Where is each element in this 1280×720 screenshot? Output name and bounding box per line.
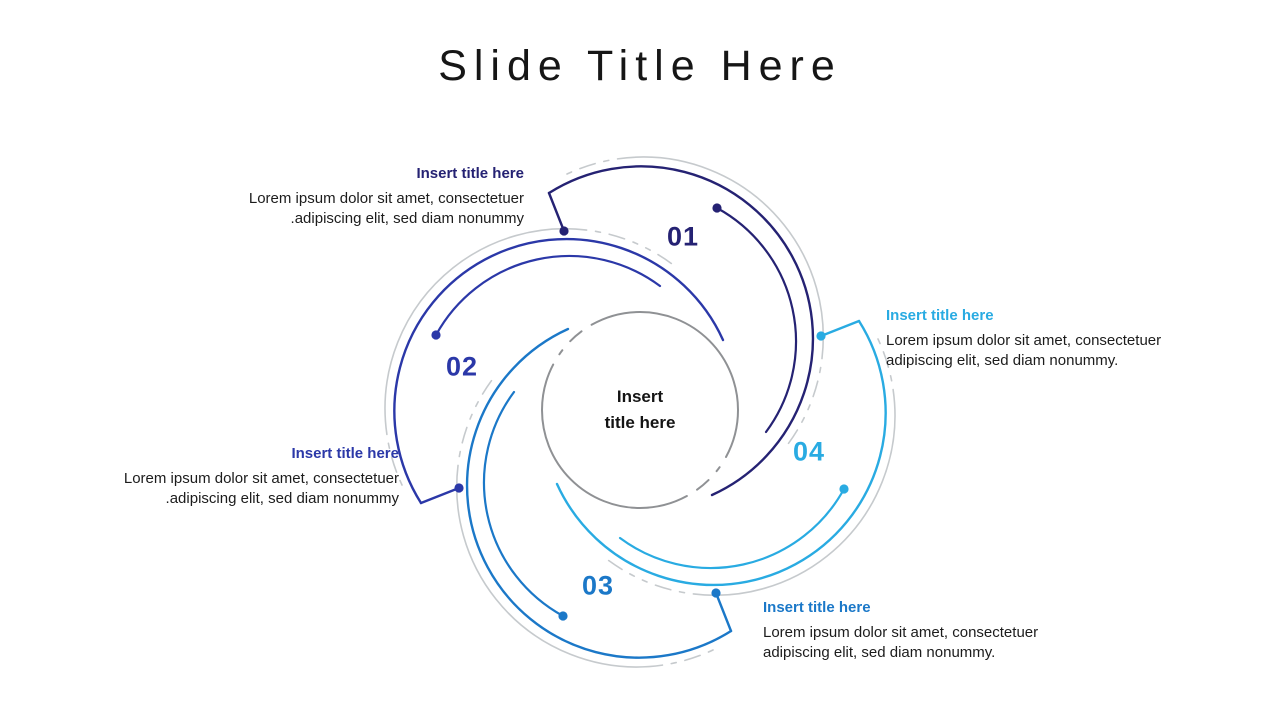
arm-1-inner-arc (715, 206, 798, 434)
arm-1-outer-arc (547, 165, 815, 497)
arm-4-outer-arc (555, 319, 887, 587)
item-2-body-line2: adipiscing elit, sed diam nonummy. (165, 490, 399, 507)
item-3-body-line2: adipiscing elit, sed diam nonummy. (763, 644, 996, 661)
item-3-text-block: Insert title here Lorem ipsum dolor sit … (763, 598, 1075, 663)
swirl-arm-3 (465, 327, 733, 659)
echo-arc-1 (566, 156, 825, 449)
slide-title: Slide Title Here (438, 42, 842, 90)
arm-4-leader-dot (816, 331, 826, 341)
item-1-body-line2: adipiscing elit, sed diam nonummy. (290, 210, 524, 227)
center-circle (541, 311, 739, 509)
step-number-1: 01 (666, 221, 700, 252)
item-4-text-block: Insert title here Lorem ipsum dolor sit … (886, 306, 1198, 371)
echo-arc-3 (455, 375, 714, 668)
echo-arc-2 (384, 227, 677, 486)
center-label-line1: Insert (616, 387, 664, 406)
swirl-arm-4 (555, 319, 887, 587)
item-2-title: Insert title here (291, 445, 399, 462)
echo-arcs (384, 156, 896, 668)
item-1-body-line1: Lorem ipsum dolor sit amet, consectetuer (248, 190, 524, 207)
step-number-2: 02 (445, 351, 479, 382)
arm-3-inner-arc (482, 390, 565, 618)
item-4-body-line2: adipiscing elit, sed diam nonummy. (886, 352, 1119, 369)
arm-4-inner-arc (618, 487, 846, 570)
arm-2-inner-arc (434, 254, 662, 337)
arm-3-outer-arc (465, 327, 733, 659)
arm-2-leader-line (419, 486, 461, 505)
item-3-body-line1: Lorem ipsum dolor sit amet, consectetuer (763, 624, 1039, 641)
arm-3-leader-dot (711, 588, 721, 598)
step-number-3: 03 (581, 570, 615, 601)
item-1-text-block: Insert title here Lorem ipsum dolor sit … (212, 164, 524, 229)
item-4-title: Insert title here (886, 307, 994, 324)
swirl-arm-2 (393, 237, 725, 505)
arm-2-inner-dot (431, 330, 441, 340)
center-label-line2: title here (604, 413, 676, 432)
step-number-4: 04 (792, 436, 826, 467)
arm-3-leader-line (714, 591, 733, 633)
item-2-body-line1: Lorem ipsum dolor sit amet, consectetuer (123, 470, 399, 487)
echo-arc-4 (603, 338, 896, 597)
item-4-body-line1: Lorem ipsum dolor sit amet, consectetuer (886, 332, 1162, 349)
center-placeholder-label: Insert title here (550, 384, 730, 436)
arm-3-inner-dot (558, 611, 568, 621)
item-3-title: Insert title here (763, 599, 871, 616)
item-1-title: Insert title here (416, 165, 524, 182)
arm-1-inner-dot (712, 203, 722, 213)
arm-2-outer-arc (393, 237, 725, 505)
arm-4-leader-line (819, 319, 861, 338)
item-2-text-block: Insert title here Lorem ipsum dolor sit … (87, 444, 399, 509)
arm-1-leader-dot (559, 226, 569, 236)
arm-2-leader-dot (454, 483, 464, 493)
arm-4-inner-dot (839, 484, 849, 494)
arm-1-leader-line (547, 191, 566, 233)
swirl-arm-1 (547, 165, 815, 497)
